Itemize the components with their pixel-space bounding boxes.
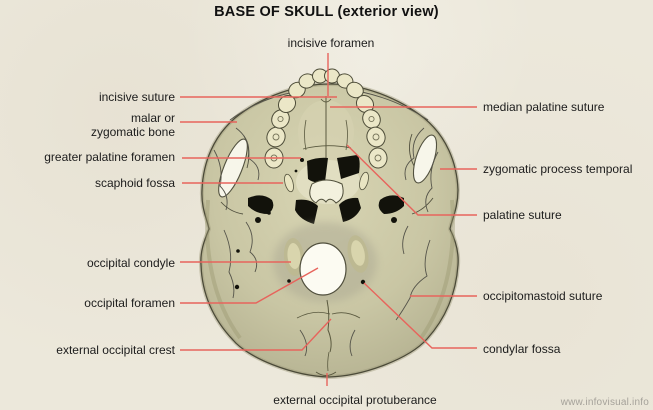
- page-title: BASE OF SKULL (exterior view): [214, 4, 439, 20]
- label-zygomatic-process-temporal: zygomatic process temporal: [483, 162, 633, 176]
- label-incisive-foramen: incisive foramen: [287, 36, 375, 50]
- leader-external-occipital-crest: [180, 318, 332, 351]
- label-greater-palatine-foramen: greater palatine foramen: [44, 150, 175, 164]
- leader-condylar-fossa: [363, 282, 477, 349]
- occipital-region: [234, 156, 377, 376]
- watermark-link[interactable]: www.infovisual.info: [560, 397, 649, 408]
- label-external-occipital-protuberance: external occipital protuberance: [273, 393, 437, 407]
- label-incisive-suture: incisive suture: [98, 90, 175, 104]
- leader-palatine-suture: [346, 144, 477, 216]
- label-palatine-suture: palatine suture: [483, 208, 562, 222]
- foramen-magnum-shape: [299, 242, 347, 296]
- label-malar-or-zygomatic-bone: malar or zygomatic bone: [91, 111, 175, 139]
- label-median-palatine-suture: median palatine suture: [483, 100, 605, 114]
- label-occipital-foramen: occipital foramen: [84, 296, 175, 310]
- label-scaphoid-fossa: scaphoid fossa: [94, 176, 175, 190]
- suture-lines: [213, 91, 439, 357]
- label-condylar-fossa: condylar fossa: [483, 342, 561, 356]
- palate-features: [248, 96, 404, 224]
- label-occipital-condyle: occipital condyle: [86, 256, 175, 270]
- label-external-occipital-crest: external occipital crest: [56, 343, 175, 357]
- label-malar-line2: zygomatic bone: [90, 125, 175, 139]
- label-occipitomastoid-suture: occipitomastoid suture: [483, 289, 603, 303]
- leader-occipital-foramen: [180, 267, 319, 304]
- leader-lines: [180, 53, 477, 386]
- label-malar-line1: malar or: [130, 111, 175, 125]
